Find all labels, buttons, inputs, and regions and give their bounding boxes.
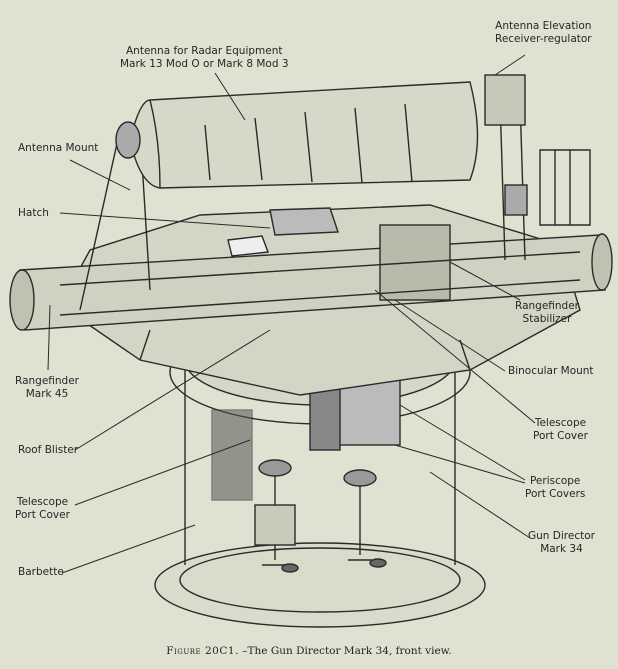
hatch-drawing	[227, 207, 339, 257]
label-line: Stabilizer	[522, 313, 572, 325]
label-telescope-port-cover-right: Telescope Port Cover	[533, 417, 588, 443]
antenna-mount-drawing	[79, 74, 591, 311]
label-line: Antenna for Radar Equipment	[125, 45, 283, 57]
label-binocular-mount: Binocular Mount	[508, 365, 594, 377]
label-line: Antenna Elevation	[495, 20, 592, 32]
label-hatch: Hatch	[18, 207, 49, 219]
label-line: Receiver-regulator	[495, 33, 592, 45]
label-antenna-radar: Antenna for Radar Equipment Mark 13 Mod …	[120, 45, 289, 71]
label-line: Periscope	[529, 475, 581, 487]
label-line: Mark 34	[540, 543, 583, 555]
label-periscope-port-covers: Periscope Port Covers	[525, 475, 585, 501]
label-line: Telescope	[534, 417, 587, 429]
label-antenna-elevation: Antenna Elevation Receiver-regulator	[495, 20, 592, 46]
label-line: Mark 45	[25, 388, 69, 400]
caption-text: –The Gun Director Mark 34, front view.	[238, 645, 452, 657]
label-line: Port Covers	[525, 488, 586, 500]
label-line: Gun Director	[528, 530, 595, 542]
figure-caption: Figure 20C1. –The Gun Director Mark 34, …	[0, 645, 618, 657]
label-line: Port Cover	[15, 509, 70, 521]
label-antenna-mount: Antenna Mount	[18, 142, 99, 154]
label-line: Port Cover	[533, 430, 588, 442]
label-gun-director: Gun Director Mark 34	[528, 530, 595, 556]
antenna-cylinder-drawing	[115, 81, 479, 189]
figure-number: Figure 20C1.	[166, 645, 239, 657]
label-barbette: Barbette	[18, 566, 64, 578]
label-roof-blister: Roof Blister	[18, 444, 79, 456]
label-line: Rangefinder	[15, 375, 79, 387]
label-line: Telescope	[16, 496, 69, 508]
label-rangefinder-stabilizer: Rangefinder Stabilizer	[515, 300, 579, 326]
label-telescope-port-cover-left: Telescope Port Cover	[15, 496, 70, 522]
label-line: Rangefinder	[515, 300, 579, 312]
label-line: Mark 13 Mod O or Mark 8 Mod 3	[120, 58, 289, 70]
leader-lines	[47, 54, 536, 574]
label-rangefinder-mark45: Rangefinder Mark 45	[15, 375, 79, 401]
